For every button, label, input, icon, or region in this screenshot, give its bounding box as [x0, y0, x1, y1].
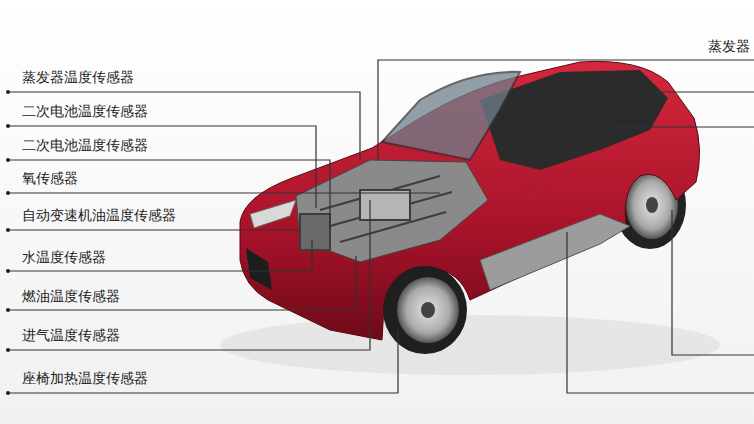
grille: [246, 248, 272, 290]
shadow: [220, 315, 720, 375]
sensor-label: 进气温度传感器: [22, 326, 120, 344]
headlight: [250, 200, 296, 228]
engine-parts: [300, 176, 452, 250]
engine-bay: [296, 160, 488, 262]
sensor-label: 座椅加热温度传感器: [22, 369, 148, 387]
sensor-label: 燃油温度传感器: [22, 287, 120, 305]
car-body: [240, 61, 700, 340]
windshield: [382, 72, 520, 160]
sensor-label: 二次电池温度传感器: [22, 102, 148, 120]
leader-lines: [8, 60, 754, 393]
sensor-label: 自动变速机油温度传感器: [22, 206, 176, 224]
chassis: [480, 214, 630, 290]
front-wheel: [383, 266, 467, 354]
sensor-label: 蒸发器温度传感器: [22, 68, 134, 86]
sensor-label: 氧传感器: [22, 169, 78, 187]
sensor-label: 水温度传感器: [22, 248, 106, 266]
mirror: [520, 178, 552, 202]
leader-dots: [6, 90, 10, 395]
corner-label: 蒸发器: [708, 37, 750, 55]
sensor-label: 二次电池温度传感器: [22, 136, 148, 154]
